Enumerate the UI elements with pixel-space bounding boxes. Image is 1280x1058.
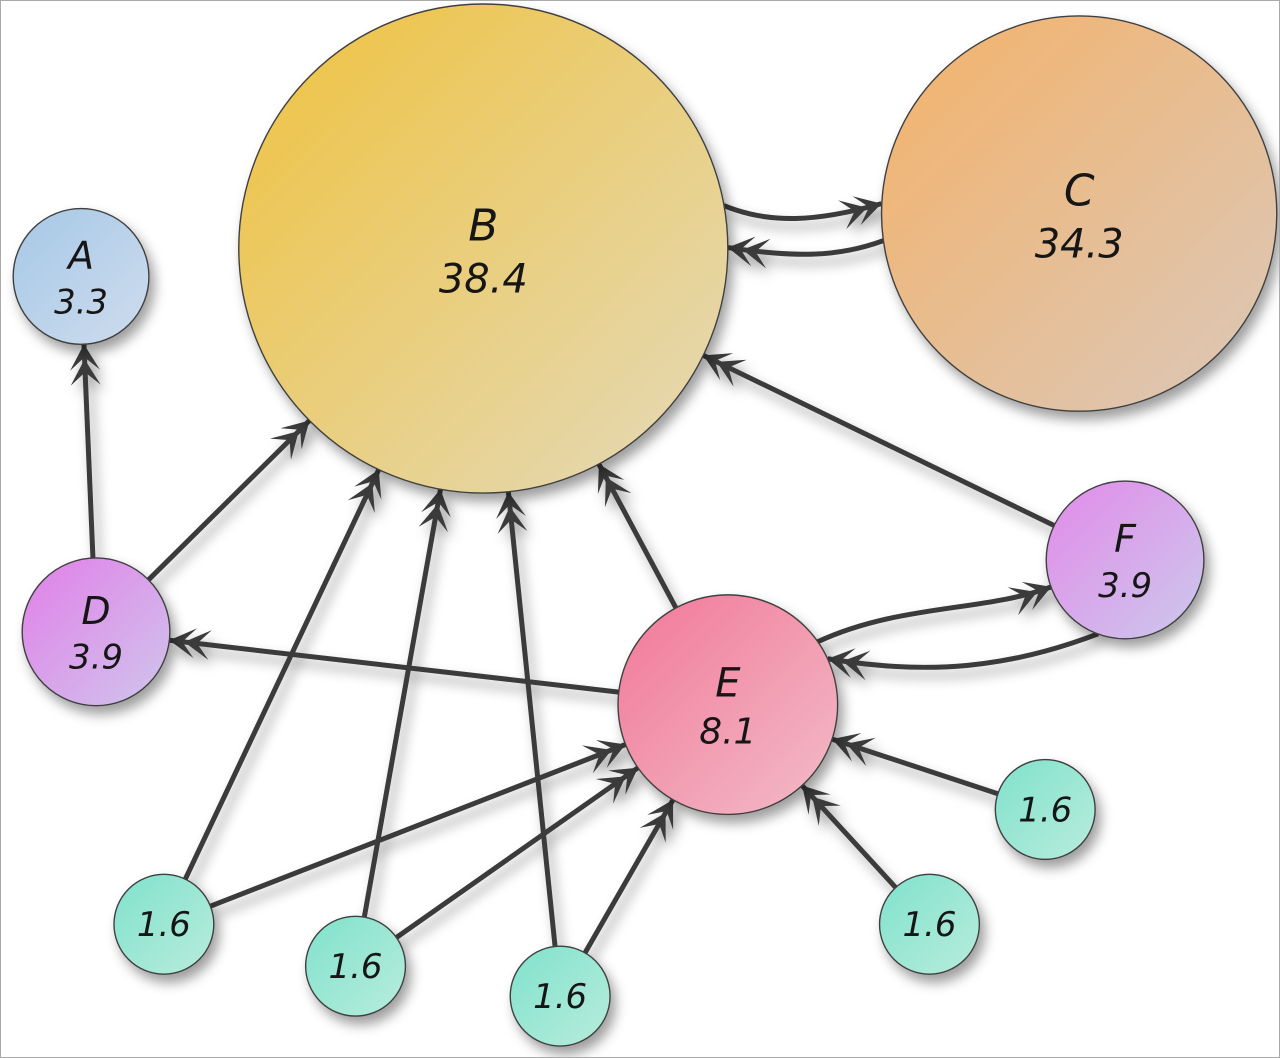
node-E-circle xyxy=(617,594,839,816)
arrowhead-s4-to-E xyxy=(812,796,841,826)
node-C-value: 34.3 xyxy=(1035,222,1124,268)
node-B-value: 38.4 xyxy=(439,256,528,302)
node-F: F 3.9 xyxy=(1045,480,1205,640)
node-s1-value: 1.6 xyxy=(137,906,191,945)
arrowhead-C-to-B xyxy=(727,236,756,267)
arrowhead-E-to-D xyxy=(184,630,212,660)
arrowhead-s2-to-E xyxy=(595,776,626,804)
arrowhead-s3-to-E xyxy=(639,812,666,843)
arrowhead-E-to-F xyxy=(1021,581,1052,610)
edge-s2-to-B xyxy=(361,488,443,918)
node-s3-value: 1.6 xyxy=(533,978,587,1017)
arrowhead-C-to-B xyxy=(742,238,771,269)
node-s2: 1.6 xyxy=(304,915,407,1017)
node-D-circle xyxy=(21,557,171,707)
node-s5-value: 1.6 xyxy=(1018,791,1072,830)
arrowhead-s2-to-B xyxy=(418,504,448,533)
node-s4: 1.6 xyxy=(878,873,981,975)
arrowhead-s1-to-E xyxy=(595,740,626,768)
node-s2-value: 1.6 xyxy=(329,948,383,987)
node-s2-circle xyxy=(304,915,407,1017)
node-D-label: D xyxy=(81,589,110,633)
arrowhead-B-to-C xyxy=(838,200,868,230)
node-F-value: 3.9 xyxy=(1098,567,1152,606)
node-F-label: F xyxy=(1114,517,1137,561)
node-s5-circle xyxy=(994,758,1096,861)
arrowhead-s5-to-E xyxy=(832,733,862,762)
node-s3: 1.6 xyxy=(509,945,611,1047)
node-s1-circle xyxy=(113,873,215,975)
arrowhead-D-to-A xyxy=(70,359,101,386)
node-C-label: C xyxy=(1064,166,1095,217)
node-B-label: B xyxy=(468,201,498,252)
node-s5: 1.6 xyxy=(994,758,1096,861)
node-A-circle xyxy=(12,207,150,346)
node-C-circle xyxy=(880,15,1278,412)
arrowhead-s1-to-B xyxy=(347,483,375,514)
arrowhead-s4-to-E xyxy=(802,785,831,815)
arrowhead-E-to-D xyxy=(169,628,197,659)
node-s4-circle xyxy=(878,873,981,975)
arrowhead-s1-to-E xyxy=(581,745,612,774)
edge-s2-to-E xyxy=(394,765,640,940)
arrowhead-E-to-B xyxy=(597,464,625,494)
edge-E-to-D xyxy=(169,637,620,695)
arrowhead-D-to-A xyxy=(70,344,100,371)
node-D: D 3.9 xyxy=(21,557,171,707)
node-E: E 8.1 xyxy=(617,594,839,816)
node-E-label: E xyxy=(715,661,741,707)
edge-D-to-A xyxy=(81,344,96,559)
arrowhead-s3-to-B xyxy=(497,506,528,534)
edge-s3-to-E xyxy=(582,798,676,955)
edge-E-to-F xyxy=(816,584,1053,645)
arrowhead-D-to-B xyxy=(269,431,299,460)
arrowhead-F-to-B xyxy=(716,359,747,387)
arrowhead-F-to-E xyxy=(842,650,871,681)
node-s4-value: 1.6 xyxy=(902,906,956,945)
node-F-circle xyxy=(1045,480,1205,640)
edge-s3-to-B xyxy=(505,491,558,947)
edge-F-to-E xyxy=(827,631,1100,670)
edge-s1-to-E xyxy=(209,742,627,909)
arrowhead-B-to-C xyxy=(852,196,882,226)
nodes-layer: A 3.3 B38.4 C 34.3D 3.9E 8.1 F 3.9 1.6 1.6 1.6 1.6 1.… xyxy=(12,3,1278,1047)
edges-layer xyxy=(70,196,1100,955)
node-s3-circle xyxy=(509,945,611,1047)
edge-D-to-B xyxy=(146,418,312,582)
edge-F-to-B xyxy=(702,353,1056,528)
node-B: B38.4 xyxy=(238,3,729,494)
arrowhead-F-to-B xyxy=(703,353,734,381)
arrowhead-s5-to-E xyxy=(846,737,876,767)
arrowhead-s3-to-E xyxy=(647,799,674,830)
arrowhead-D-to-B xyxy=(280,420,310,450)
edge-s5-to-E xyxy=(831,736,999,797)
node-s1: 1.6 xyxy=(113,873,215,975)
arrowhead-F-to-E xyxy=(827,648,856,678)
arrowhead-s2-to-E xyxy=(608,767,639,795)
node-B-circle xyxy=(238,3,729,494)
arrowhead-s2-to-B xyxy=(421,489,451,518)
arrowhead-s1-to-B xyxy=(354,469,382,500)
arrowhead-E-to-F xyxy=(1007,587,1038,616)
arrowhead-s3-to-B xyxy=(496,491,526,520)
arrowhead-E-to-B xyxy=(604,477,632,508)
node-C: C 34.3 xyxy=(880,15,1278,412)
node-A-label: A xyxy=(65,233,94,277)
node-A: A 3.3 xyxy=(12,207,150,346)
edge-s1-to-B xyxy=(183,468,382,881)
node-E-value: 8.1 xyxy=(699,712,756,753)
node-A-value: 3.3 xyxy=(54,283,108,322)
node-D-value: 3.9 xyxy=(69,639,123,678)
